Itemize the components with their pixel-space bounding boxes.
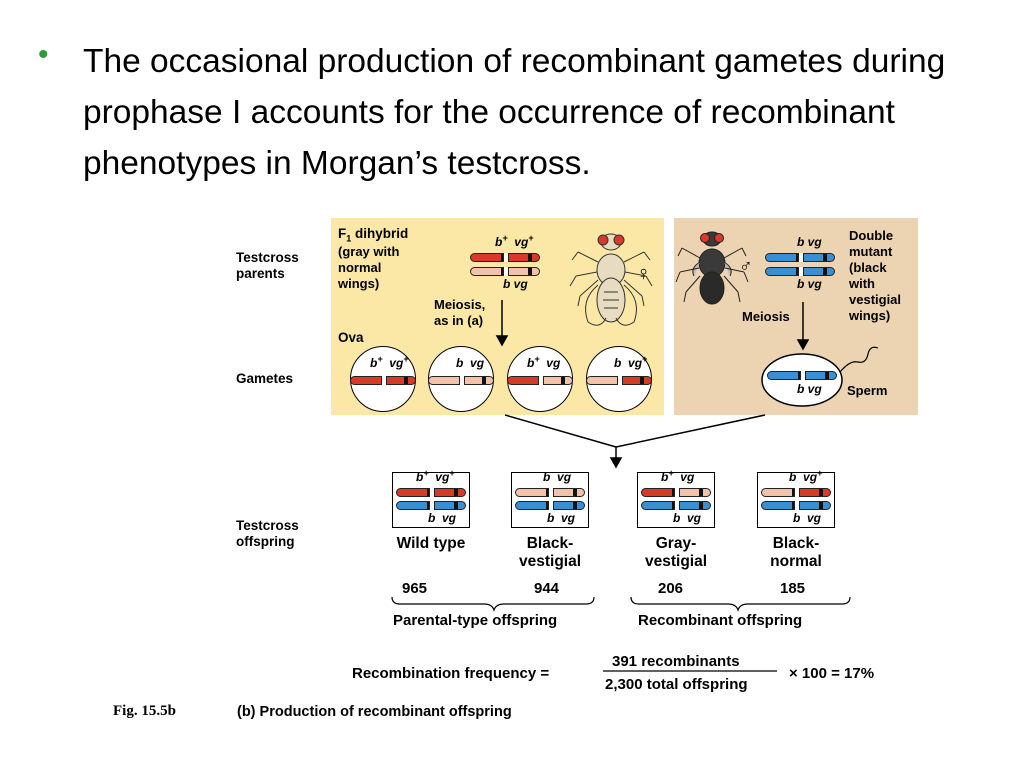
f1-subscript: 1 — [346, 233, 352, 244]
offspring-box — [757, 472, 835, 528]
offspring-chromosome-from-mother — [515, 488, 585, 497]
ovum-chromosome — [586, 376, 652, 385]
offspring-chromosome-from-father — [515, 501, 585, 510]
ovum-chromosome — [428, 376, 494, 385]
formula-numerator: 391 recombinants — [612, 653, 740, 670]
male-chromosome-top — [765, 253, 835, 262]
f1-dihybrid-title: F1 dihybrid — [338, 226, 409, 244]
offspring-count: 206 — [658, 580, 684, 597]
offspring-box — [392, 472, 470, 528]
female-top-genes: b+ vg+ — [495, 233, 534, 250]
offspring-bottom-genes: b vg — [793, 511, 822, 525]
ovum-chromosome — [507, 376, 573, 385]
ovum-genes: b vg+ — [614, 354, 648, 371]
label-testcross-offspring: Testcross offspring — [236, 518, 299, 549]
female-chromosome-recessive — [470, 267, 540, 276]
offspring-count: 185 — [780, 580, 806, 597]
male-symbol: ♂ — [739, 256, 753, 276]
male-meiosis-label: Meiosis — [742, 309, 790, 324]
offspring-bottom-genes: b vg — [673, 511, 702, 525]
sperm-genes: b vg — [797, 382, 822, 396]
offspring-phenotype: Black- vestigial — [518, 535, 582, 570]
female-meiosis-label: Meiosis, as in (a) — [434, 297, 486, 328]
female-bottom-genes: b vg — [503, 277, 528, 291]
male-top-genes: b vg — [797, 235, 822, 249]
ovum-genes: b+ vg+ — [370, 354, 409, 371]
parental-type-label: Parental-type offspring — [393, 612, 558, 629]
recombinant-label: Recombinant offspring — [638, 612, 803, 629]
offspring-top-genes: b+ vg+ — [416, 468, 455, 485]
female-chromosome-dominant — [470, 253, 540, 262]
offspring-chromosome-from-father — [396, 501, 466, 510]
offspring-box — [511, 472, 589, 528]
ovum-genes: b+ vg — [527, 354, 561, 371]
label-testcross-parents: Testcross parents — [236, 250, 299, 281]
offspring-chromosome-from-mother — [761, 488, 831, 497]
offspring-bottom-genes: b vg — [547, 511, 576, 525]
offspring-bottom-genes: b vg — [428, 511, 457, 525]
sperm-chromosome — [767, 371, 837, 380]
figure-caption: (b) Production of recombinant offspring — [237, 704, 512, 720]
bullet-dot: • — [38, 38, 49, 71]
offspring-chromosome-from-mother — [396, 488, 466, 497]
formula-denominator: 2,300 total offspring — [605, 676, 748, 693]
offspring-phenotype: Gray- vestigial — [644, 535, 708, 570]
ovum-genes: b vg — [456, 356, 485, 370]
sperm-label: Sperm — [847, 383, 888, 398]
formula-lhs: Recombination frequency = — [352, 665, 550, 682]
offspring-box — [637, 472, 715, 528]
offspring-top-genes: b+ vg — [661, 468, 695, 485]
offspring-chromosome-from-mother — [641, 488, 711, 497]
offspring-phenotype: Black- normal — [770, 535, 822, 570]
offspring-phenotype: Wild type — [396, 535, 466, 552]
bullet-text: The occasional production of recombinant… — [83, 43, 946, 182]
ovum-chromosome — [350, 376, 416, 385]
offspring-top-genes: b vg — [543, 470, 572, 484]
male-chromosome-bottom — [765, 267, 835, 276]
offspring-count: 944 — [534, 580, 560, 597]
figure-number: Fig. 15.5b — [113, 703, 176, 719]
offspring-count: 965 — [402, 580, 428, 597]
male-bottom-genes: b vg — [797, 277, 822, 291]
double-mutant-description: Double mutant (black with vestigial wing… — [849, 228, 902, 323]
ova-label: Ova — [338, 330, 364, 345]
f1-description: (gray with normal wings) — [338, 244, 400, 291]
offspring-chromosome-from-father — [761, 501, 831, 510]
offspring-chromosome-from-father — [641, 501, 711, 510]
offspring-top-genes: b vg+ — [789, 468, 823, 485]
label-gametes: Gametes — [236, 371, 294, 386]
formula-rhs: × 100 = 17% — [789, 665, 875, 682]
